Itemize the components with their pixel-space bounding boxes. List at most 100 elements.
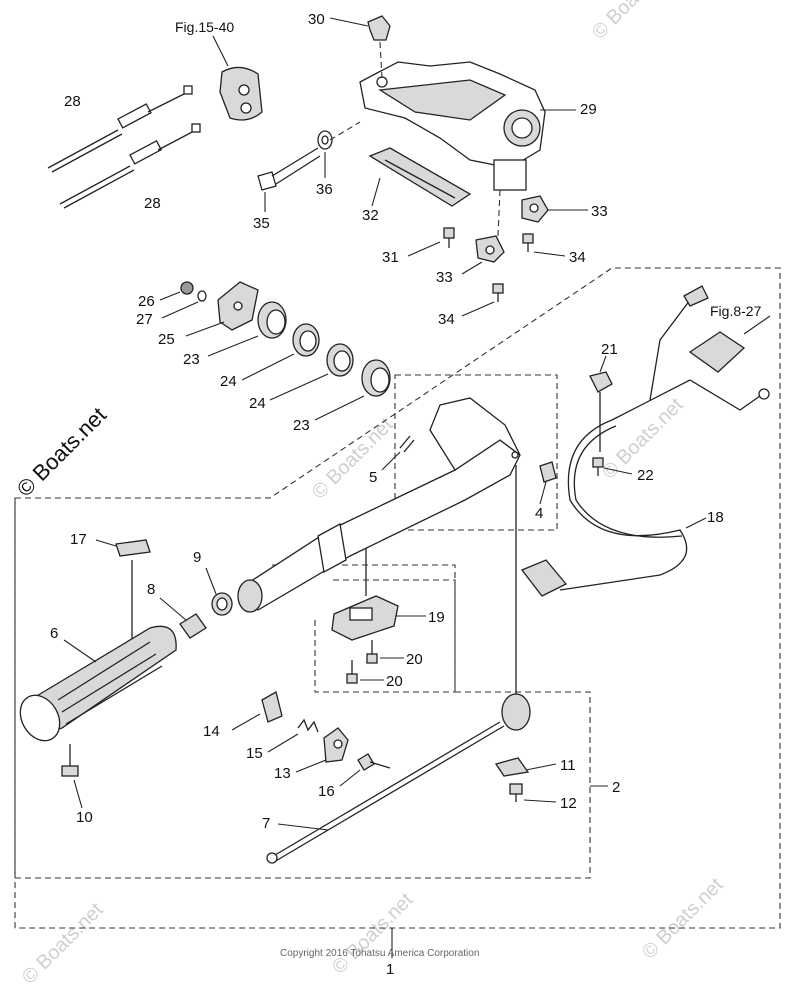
- callout-6: 6: [50, 625, 58, 642]
- leader-line: [63, 639, 97, 663]
- callout-23: 23: [293, 417, 310, 434]
- handle-collar: [317, 522, 347, 574]
- harness-branch: [611, 379, 691, 421]
- handle-head: [429, 397, 521, 471]
- faint-watermarks: © Boats.net © Boats.net © Boats.net © Bo…: [18, 0, 728, 988]
- screw-head: [509, 783, 523, 795]
- assembly-2-outline: [14, 498, 591, 879]
- bracket-bore-inner: [511, 117, 533, 139]
- nut-26: [180, 281, 194, 295]
- callout-5: 5: [369, 469, 377, 486]
- callout-28: 28: [144, 195, 161, 212]
- leader-line: [267, 733, 299, 753]
- callout-8: 8: [147, 581, 155, 598]
- callout-14: 14: [203, 723, 220, 740]
- rod-eye: [266, 852, 278, 864]
- callout-9: 9: [193, 549, 201, 566]
- grommet-4: [539, 461, 557, 505]
- switch-subassembly-outline: [314, 579, 456, 693]
- callout-25: 25: [158, 331, 175, 348]
- ring-terminal: [758, 388, 770, 400]
- switch-19: [331, 548, 426, 641]
- watermark-faint: © Boats.net: [638, 874, 728, 964]
- leader-line: [533, 251, 566, 257]
- washer-36-hole: [321, 135, 329, 145]
- leader-line: [207, 335, 259, 357]
- ring-24a-bore: [299, 330, 317, 352]
- ref-fig-15-40[interactable]: Fig.15-40: [175, 19, 234, 35]
- callout-28: 28: [64, 93, 81, 110]
- cap-part: [261, 691, 283, 723]
- cable-end: [183, 85, 193, 95]
- brand-watermark: © Boats.net: [12, 402, 111, 501]
- screw-10: [61, 744, 83, 809]
- callout-26: 26: [138, 293, 155, 310]
- spring-coil: [297, 718, 319, 733]
- callout-16: 16: [318, 783, 335, 800]
- leader-line: [461, 261, 483, 275]
- bolt-35-shank: [275, 155, 321, 185]
- bracket-hole: [376, 76, 388, 88]
- leader-line: [525, 763, 557, 771]
- callout-10: 10: [76, 809, 93, 826]
- callout-4: 4: [535, 505, 543, 522]
- ref-fig-8-27[interactable]: Fig.8-27: [710, 303, 762, 319]
- callout-23: 23: [183, 351, 200, 368]
- stud-shank: [403, 439, 415, 453]
- callout-33: 33: [591, 203, 608, 220]
- callout-34: 34: [569, 249, 586, 266]
- leader-line: [539, 481, 547, 505]
- screw-head: [61, 765, 79, 777]
- throttle-cable-lower: [59, 123, 201, 209]
- clamp-part: [589, 371, 613, 393]
- leader-line: [329, 17, 369, 27]
- callout-17: 17: [70, 531, 87, 548]
- leader-line: [407, 241, 441, 257]
- callout-31: 31: [382, 249, 399, 266]
- cable-sleeve: [59, 165, 131, 205]
- screws-20: [346, 640, 404, 684]
- callout-35: 35: [253, 215, 270, 232]
- throttle-rod-7: [266, 465, 531, 864]
- bushing-8: [159, 597, 207, 639]
- watermark-faint: © Boats.net: [328, 889, 418, 979]
- watermark-faint: © Boats.net: [308, 414, 398, 504]
- throttle-grip-6: [19, 625, 177, 742]
- handle-bore: [237, 579, 263, 613]
- leader-line: [159, 291, 181, 301]
- callout-11: 11: [560, 757, 576, 774]
- wire-harness-18: [520, 285, 771, 597]
- clamp-hole: [485, 245, 495, 255]
- rod-gear: [501, 693, 531, 731]
- washer-27: [197, 290, 207, 302]
- decal-17: [95, 539, 151, 650]
- clamp-33-lower: [461, 189, 505, 317]
- axis-line: [497, 189, 501, 237]
- plate-part: [494, 757, 530, 777]
- handle-hole: [511, 451, 519, 459]
- leader-line: [743, 315, 771, 335]
- leader-line: [381, 451, 401, 471]
- callout-20: 20: [386, 673, 403, 690]
- callout-30: 30: [308, 11, 325, 28]
- grip-end: [19, 694, 61, 742]
- harness-branch: [689, 379, 761, 411]
- cable-wire: [157, 129, 197, 151]
- bolt-16: [339, 753, 391, 787]
- callout-12: 12: [560, 795, 577, 812]
- steering-bracket: [359, 61, 576, 191]
- plate-32: [368, 147, 472, 207]
- screw-34-head: [492, 283, 504, 294]
- rod-shaft: [269, 721, 501, 859]
- stud-shank: [399, 435, 411, 449]
- harness-cable-edge: [573, 425, 683, 538]
- callout-34: 34: [438, 311, 455, 328]
- block-13: [295, 727, 349, 773]
- callout-18: 18: [707, 509, 724, 526]
- bushing-bore: [216, 597, 228, 611]
- screw-34-head: [522, 233, 534, 244]
- grommet-part: [539, 461, 557, 483]
- callout-24: 24: [249, 395, 266, 412]
- clip-part: [367, 15, 391, 41]
- plate-body: [368, 147, 472, 207]
